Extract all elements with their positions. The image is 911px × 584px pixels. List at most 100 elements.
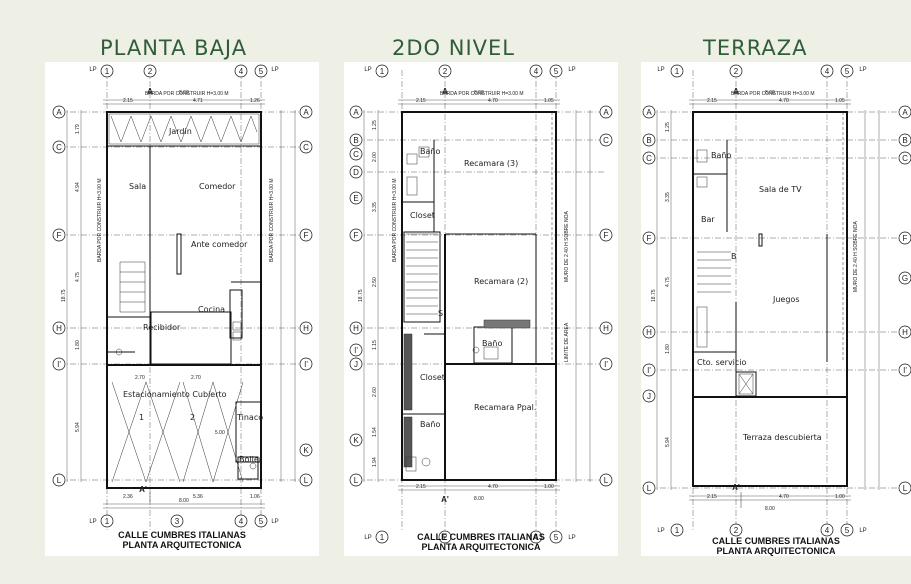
axis3-left-i: I' bbox=[647, 366, 651, 375]
stair-s: S bbox=[438, 309, 443, 318]
caption2-street: CALLE CUMBRES ITALIANAS bbox=[417, 532, 545, 542]
note-muro-right-3: MURO DE 2.40 H SOBRE NOA bbox=[853, 220, 859, 292]
dim-bottom-b1: 2.15 bbox=[416, 484, 426, 490]
axis-top-1: 1 bbox=[105, 67, 110, 76]
axis3-top-2: 2 bbox=[734, 67, 739, 76]
room-tinaco: Tinaco bbox=[236, 413, 263, 422]
lp3-bottom-left: LP bbox=[657, 528, 664, 534]
dim-bottom-c3: 1.00 bbox=[835, 494, 845, 500]
lp3-top-left: LP bbox=[657, 67, 664, 73]
axis3-bottom-4: 4 bbox=[825, 526, 830, 535]
caption3-plan: PLANTA ARQUITECTONICA bbox=[716, 546, 836, 556]
garage-slot-1: 1 bbox=[139, 413, 144, 422]
note-limite-2: LIMITE DE AREA bbox=[564, 322, 570, 362]
lp2-top-right: LP bbox=[568, 67, 575, 73]
axis2-left-k: K bbox=[353, 436, 359, 445]
axis-left-f: F bbox=[57, 231, 62, 240]
room-recamara-ppal: Recamara Ppal. bbox=[474, 403, 536, 412]
dim-top-total-2: 8.00 bbox=[474, 90, 484, 96]
axis3-right-f: F bbox=[903, 234, 908, 243]
axis2-top-5: 5 bbox=[554, 67, 559, 76]
axis2-left-h: H bbox=[353, 324, 359, 333]
note-barda-right: BARDA POR CONSTRUIR H=3.00 M bbox=[269, 179, 275, 263]
axis-right-h: H bbox=[303, 324, 309, 333]
axis-right-f: F bbox=[304, 231, 309, 240]
axis3-right-b: B bbox=[902, 136, 907, 145]
axis2-left-a: A bbox=[353, 108, 359, 117]
room-bano-2: Baño bbox=[482, 339, 502, 348]
axis-right-l: L bbox=[304, 476, 309, 485]
axis-left-c: C bbox=[56, 143, 62, 152]
axis3-left-f: F bbox=[647, 234, 652, 243]
axis-markers-terraza bbox=[642, 64, 911, 537]
dim-side-total-3: 18.75 bbox=[651, 289, 657, 302]
room-cocina: Cocina bbox=[198, 305, 225, 314]
dim-top-1: 2.15 bbox=[123, 98, 133, 104]
axis2-top-1: 1 bbox=[380, 67, 385, 76]
lp2-bottom-left: LP bbox=[364, 535, 371, 541]
axis2-right-c: C bbox=[603, 136, 609, 145]
axis2-left-l: L bbox=[354, 476, 359, 485]
note-barda-left: BARDA POR CONSTRUIR H=3.00 M bbox=[97, 179, 103, 263]
room-boiler: Boiler bbox=[239, 455, 263, 464]
dim-garage-1: 2.70 bbox=[135, 375, 145, 381]
dim-bottom-total-2: 8.00 bbox=[474, 496, 484, 502]
lp3-top-right: LP bbox=[859, 67, 866, 73]
dim-bottom-2: 5.36 bbox=[193, 494, 203, 500]
room-bar: Bar bbox=[701, 215, 715, 224]
dim-side-c1: 1.25 bbox=[665, 122, 671, 132]
axis-right-c: C bbox=[303, 143, 309, 152]
dim-bottom-b3: 1.00 bbox=[544, 484, 554, 490]
dim-garage-h: 5.00 bbox=[215, 430, 225, 436]
dim-side-5: 5.94 bbox=[75, 422, 81, 432]
axis3-bottom-2: 2 bbox=[734, 526, 739, 535]
axis2-top-4: 4 bbox=[534, 67, 539, 76]
axis3-right-g: G bbox=[902, 274, 908, 283]
room-bano-3: Baño bbox=[420, 420, 440, 429]
axis2-left-e: E bbox=[353, 194, 358, 203]
lp2-bottom-right: LP bbox=[568, 535, 575, 541]
axis3-top-5: 5 bbox=[845, 67, 850, 76]
cut-top: A bbox=[147, 87, 153, 96]
lp-bottom-right: LP bbox=[271, 519, 278, 525]
axis-left-l: L bbox=[57, 476, 62, 485]
dim-side-b7: 1.54 bbox=[372, 427, 378, 437]
axis3-top-4: 4 bbox=[825, 67, 830, 76]
axis2-right-h: H bbox=[603, 324, 609, 333]
room-estacionamiento: Estacionamiento Cubierto bbox=[123, 390, 227, 399]
title-terraza: TERRAZA bbox=[703, 36, 808, 60]
axis2-bottom-4: 4 bbox=[534, 533, 539, 542]
axis-markers-nivel bbox=[349, 64, 613, 544]
dim-side-c3: 4.75 bbox=[665, 277, 671, 287]
cut3-bottom: A' bbox=[732, 483, 740, 492]
dim-top-c1: 2.15 bbox=[707, 98, 717, 104]
axis-right-i: I' bbox=[304, 360, 308, 369]
title-2do-nivel: 2DO NIVEL bbox=[392, 36, 515, 60]
axis3-left-c: C bbox=[646, 154, 652, 163]
axis3-left-b: B bbox=[646, 136, 651, 145]
room-closet-2: Closet bbox=[420, 373, 445, 382]
dim-bottom-b2: 4.70 bbox=[488, 484, 498, 490]
axis3-left-a: A bbox=[646, 108, 652, 117]
axis3-bottom-5: 5 bbox=[845, 526, 850, 535]
dim-side-c2: 3.35 bbox=[665, 192, 671, 202]
axis2-bottom-2: 2 bbox=[443, 533, 448, 542]
axis3-left-l: L bbox=[647, 484, 652, 493]
axis2-bottom-1: 1 bbox=[380, 533, 385, 542]
axis-top-5: 5 bbox=[259, 67, 264, 76]
note-barda-top-3: BARDA POR CONSTRUIR H=3.00 M bbox=[731, 91, 815, 97]
dim-side-b3: 3.35 bbox=[372, 202, 378, 212]
dim-side-b5: 1.15 bbox=[372, 340, 378, 350]
caption2-plan: PLANTA ARQUITECTONICA bbox=[421, 542, 541, 552]
cut2-bottom: A' bbox=[441, 495, 449, 504]
dim-side-c4: 1.80 bbox=[665, 344, 671, 354]
dim-side-4: 1.80 bbox=[75, 340, 81, 350]
dim-side-b6: 2.60 bbox=[372, 387, 378, 397]
cut2-top: A bbox=[442, 87, 448, 96]
lp2-top-left: LP bbox=[364, 67, 371, 73]
axis-bottom-5: 5 bbox=[259, 517, 264, 526]
title-planta-baja: PLANTA BAJA bbox=[100, 36, 248, 60]
room-recamara-3: Recamara (3) bbox=[464, 159, 518, 168]
axis-bottom-4: 4 bbox=[239, 517, 244, 526]
dim-top-total: 8.00 bbox=[179, 90, 189, 96]
